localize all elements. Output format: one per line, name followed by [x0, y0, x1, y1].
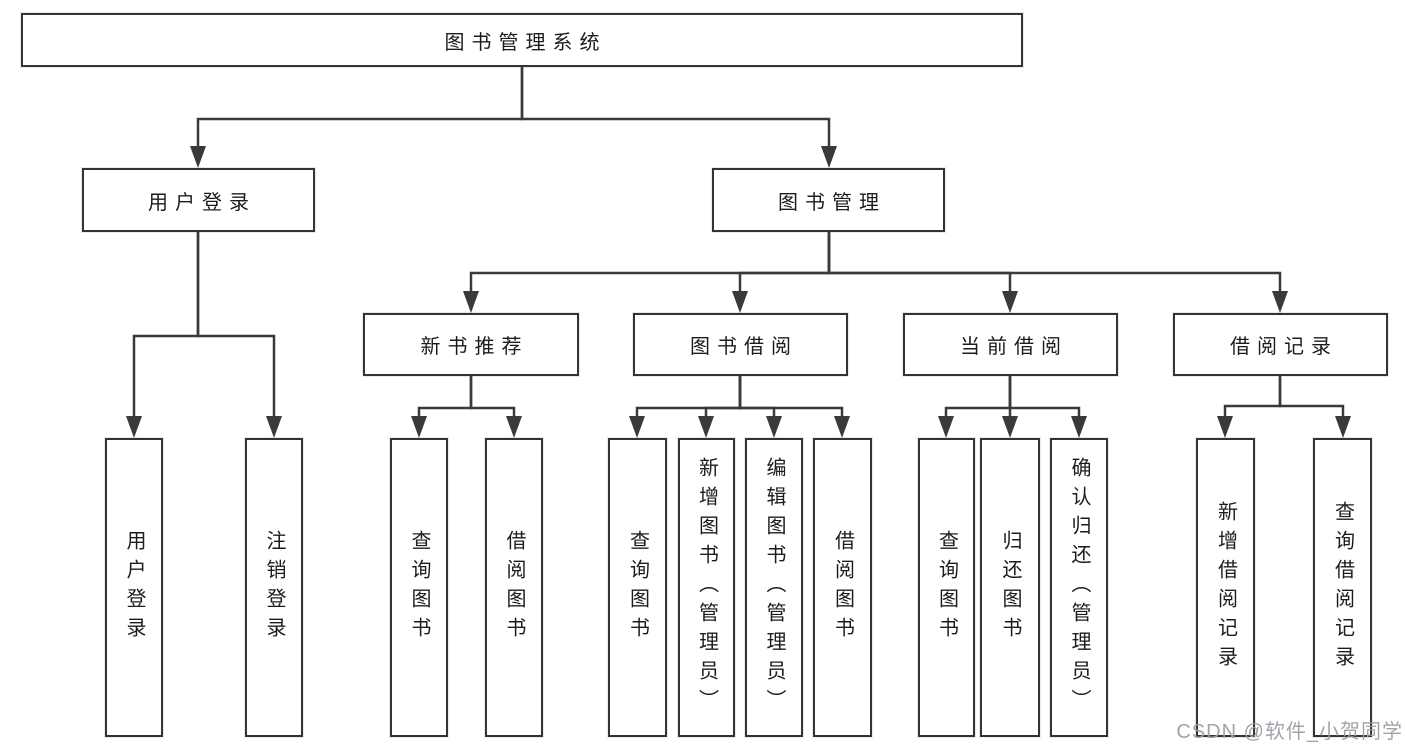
leaf-cb-query-books: 查询图书	[918, 438, 975, 737]
leaf-nbr-borrow-books: 借阅图书	[485, 438, 543, 737]
edge-br-to-query-record	[1278, 376, 1351, 438]
leaf-bb-query-books-label: 查询图书	[626, 529, 649, 646]
leaf-bb-edit-books-label: 编辑图书（管理员）	[763, 457, 785, 718]
edge-bm-to-book-borrowing	[732, 232, 831, 313]
edge-br-to-add-record	[1217, 376, 1282, 438]
leaf-cb-query-books-label: 查询图书	[935, 529, 958, 646]
node-user-login-label: 用户登录	[148, 191, 256, 214]
leaf-bb-add-books: 新增图书（管理员）	[678, 438, 735, 737]
node-book-borrowing-label: 图书借阅	[690, 336, 798, 358]
node-new-book-recommend-label: 新书推荐	[420, 336, 529, 358]
edge-cb-to-confirm-return	[1008, 376, 1087, 438]
node-current-borrowing-label: 当前借阅	[960, 336, 1068, 358]
node-root-label: 图书管理系统	[444, 31, 607, 54]
edge-root-to-book-management	[520, 67, 837, 168]
leaf-logout-label: 注销登录	[263, 529, 285, 646]
leaf-bb-add-books-label: 新增图书（管理员）	[695, 457, 718, 718]
edge-ul-to-leaf-logout	[196, 232, 282, 438]
node-book-management-label: 图书管理	[778, 191, 886, 214]
leaf-bb-edit-books: 编辑图书（管理员）	[745, 438, 803, 737]
leaf-bb-borrow-books-label: 借阅图书	[831, 529, 854, 646]
node-user-login: 用户登录	[82, 168, 315, 232]
leaf-user-login: 用户登录	[105, 438, 163, 737]
node-current-borrowing: 当前借阅	[903, 313, 1118, 376]
edge-bb-to-borrow-books	[738, 376, 850, 438]
edge-nbr-to-query-books	[411, 376, 473, 438]
node-book-management: 图书管理	[712, 168, 945, 232]
edge-root-to-user-login	[190, 67, 524, 168]
node-book-borrowing: 图书借阅	[633, 313, 848, 376]
leaf-nbr-query-books: 查询图书	[390, 438, 448, 737]
node-root: 图书管理系统	[21, 13, 1023, 67]
node-borrowing-records: 借阅记录	[1173, 313, 1388, 376]
leaf-cb-return-books: 归还图书	[980, 438, 1040, 737]
csdn-watermark: CSDN @软件_小贺同学	[1176, 721, 1403, 743]
leaf-nbr-query-books-label: 查询图书	[408, 529, 430, 646]
leaf-logout: 注销登录	[245, 438, 303, 737]
leaf-cb-return-books-label: 归还图书	[999, 529, 1021, 646]
leaf-bb-query-books: 查询图书	[608, 438, 667, 737]
leaf-user-login-label: 用户登录	[123, 529, 145, 646]
leaf-br-query-record-label: 查询借阅记录	[1331, 500, 1354, 675]
edge-nbr-to-borrow-books	[469, 376, 522, 438]
edge-ul-to-leaf-user-login	[126, 232, 200, 438]
node-borrowing-records-label: 借阅记录	[1230, 336, 1338, 358]
edge-bm-to-borrowing-records	[827, 232, 1288, 313]
leaf-br-add-record: 新增借阅记录	[1196, 438, 1255, 737]
edge-cb-to-query-books	[938, 376, 1012, 438]
leaf-br-add-record-label: 新增借阅记录	[1214, 500, 1237, 675]
leaf-br-query-record: 查询借阅记录	[1313, 438, 1372, 737]
node-new-book-recommend: 新书推荐	[363, 313, 579, 376]
leaf-bb-borrow-books: 借阅图书	[813, 438, 872, 737]
leaf-cb-confirm-return: 确认归还（管理员）	[1050, 438, 1108, 737]
leaf-nbr-borrow-books-label: 借阅图书	[503, 529, 525, 646]
leaf-cb-confirm-return-label: 确认归还（管理员）	[1068, 457, 1090, 718]
